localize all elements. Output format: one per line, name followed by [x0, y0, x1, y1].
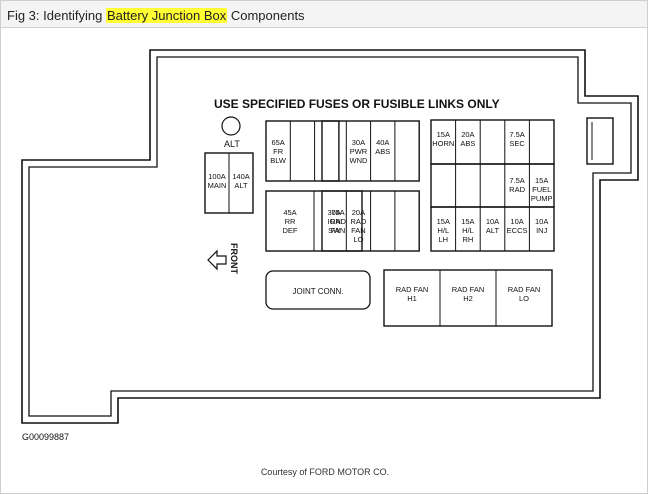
fuse-label-line: 15A — [535, 176, 548, 185]
fuse-label-line: SEC — [509, 139, 525, 148]
fuse-label-line: 30A — [352, 138, 365, 147]
figure-title-bar: Fig 3: Identifying Battery Junction Box … — [0, 0, 648, 28]
fuse-label-line: 7.5A — [509, 176, 524, 185]
fuse-label-line: MAIN — [208, 181, 227, 190]
fuse-label-line: 20A — [461, 130, 474, 139]
fuse-label-line: SW — [328, 226, 341, 235]
junction-box-diagram: USE SPECIFIED FUSES OR FUSIBLE LINKS ONL… — [21, 49, 639, 442]
title-suffix: Components — [227, 8, 305, 23]
fuse-label-line: 10A — [486, 217, 499, 226]
alt-label: ALT — [224, 139, 240, 149]
fuse-label-line: BLW — [270, 156, 287, 165]
fuse-label-line: FUEL — [532, 185, 551, 194]
front-label: FRONT — [229, 243, 239, 274]
fuse-label-line: LO — [353, 235, 363, 244]
title-prefix: Fig 3: Identifying — [7, 8, 106, 23]
diagram-heading: USE SPECIFIED FUSES OR FUSIBLE LINKS ONL… — [214, 97, 500, 111]
fuse-label-line: 15A — [437, 130, 450, 139]
fuse-label-line: FAN — [351, 226, 366, 235]
joint-connector — [265, 270, 371, 310]
fuse-label-line: 10A — [510, 217, 523, 226]
fuse-label-line: 100A — [208, 172, 226, 181]
figure-code: G00099887 — [22, 432, 69, 442]
fuse-layer: 100AMAIN140AALT65AFRBLW30APWRWND40AABS45… — [204, 119, 555, 327]
fuse-label-line: ALT — [486, 226, 500, 235]
fuse-label-line: ABS — [460, 139, 475, 148]
fuse-label-line: RAD FAN — [452, 285, 485, 294]
joint-connector-label: JOINT CONN. — [293, 287, 344, 296]
title-highlight: Battery Junction Box — [106, 8, 228, 23]
fuse-label-line: H/L — [437, 226, 449, 235]
fuse-label-line: RAD — [509, 185, 525, 194]
fuse-label-line: 10A — [535, 217, 548, 226]
fuse-label-line: 65A — [271, 138, 284, 147]
fuse-label-line: 15A — [437, 217, 450, 226]
fuse-label-line: ECCS — [507, 226, 528, 235]
fuse-label-line: RAD — [330, 217, 346, 226]
fuse-label-line: WND — [349, 156, 367, 165]
fuse-label-line: RR — [285, 217, 296, 226]
right-bottom-fuse-block — [430, 206, 555, 252]
fuse-label-line: INJ — [536, 226, 548, 235]
fuse-label-line: 30A — [327, 208, 340, 217]
fuse-label-line: PWR — [350, 147, 368, 156]
fuse-label-line: IGN — [327, 217, 340, 226]
figure-title: Fig 3: Identifying Battery Junction Box … — [7, 8, 305, 23]
fuse-label-line: 40A — [376, 138, 389, 147]
fuse-label-line: 75A — [331, 208, 344, 217]
fuse-label-line: ALT — [234, 181, 248, 190]
housing-inner-outline — [28, 56, 632, 417]
fuse-label-line: FR — [273, 147, 284, 156]
housing-outer-outline — [21, 49, 639, 424]
fuse-label-line: H1 — [407, 294, 417, 303]
fuse-label-line: H2 — [463, 294, 473, 303]
side-connector-tab — [586, 117, 614, 165]
fuse-label-line: RAD — [351, 217, 367, 226]
credit-footer: Courtesy of FORD MOTOR CO. — [260, 467, 390, 477]
fuse-label-line: HORN — [432, 139, 454, 148]
fuse-label-line: 45A — [283, 208, 296, 217]
fuse-label-line: RAD FAN — [396, 285, 429, 294]
fuse-label-line: LH — [439, 235, 449, 244]
fuse-label-line: RAD FAN — [508, 285, 541, 294]
fuse-label-line: DEF — [283, 226, 298, 235]
front-arrow-icon — [207, 249, 227, 271]
fuse-label-line: 15A — [461, 217, 474, 226]
fuse-label-line: ABS — [375, 147, 390, 156]
alt-indicator-circle — [221, 116, 241, 136]
fuse-label-line: 7.5A — [509, 130, 524, 139]
fuse-label-line: H/L — [462, 226, 474, 235]
fuse-label-line: 20A — [352, 208, 365, 217]
upper-left-fuse-block — [265, 120, 340, 182]
fuse-label-line: LO — [519, 294, 529, 303]
fuse-label-line: FAN — [331, 226, 346, 235]
fuse-label-line: PUMP — [531, 194, 553, 203]
fuse-label-line: 140A — [232, 172, 250, 181]
rad-fan-relay-block — [383, 269, 553, 327]
fuse-label-line: RH — [462, 235, 473, 244]
